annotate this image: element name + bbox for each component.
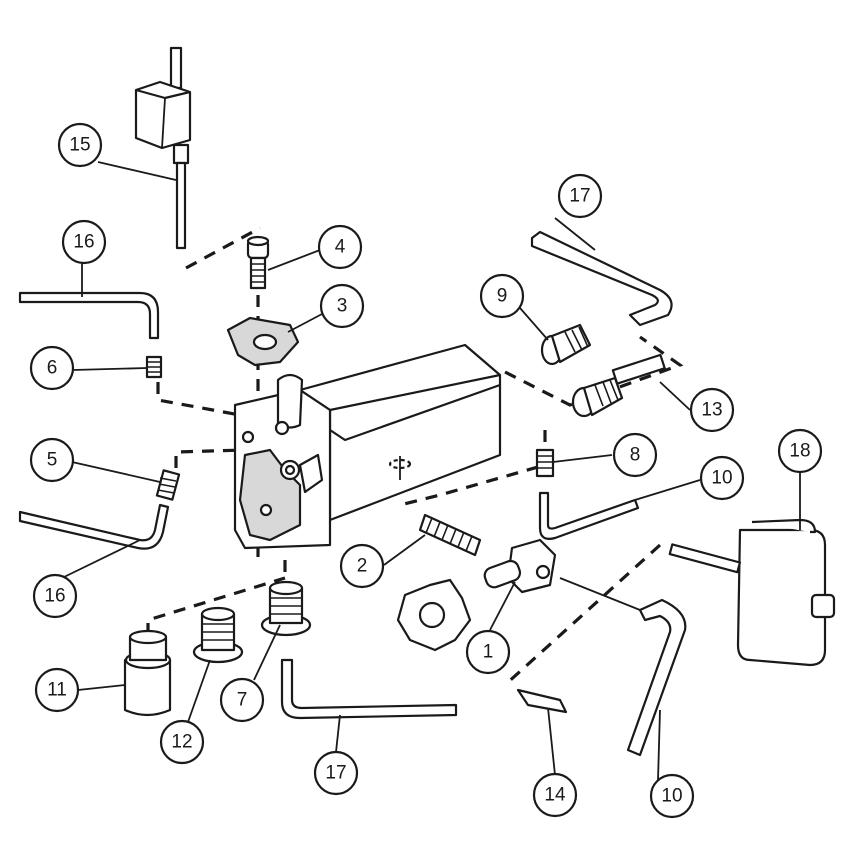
callout-10-lower: 10: [649, 773, 695, 819]
tool-holder-body: [233, 343, 502, 550]
callout-16-lower: 16: [32, 573, 78, 619]
threaded-stud-2: [418, 513, 482, 557]
bit-14: [516, 688, 568, 714]
callout-17-upper: 17: [557, 173, 603, 219]
svg-text:3: 3: [337, 296, 348, 317]
svg-text:8: 8: [630, 445, 641, 466]
clamp-screw: [246, 235, 270, 290]
callout-12: 12: [159, 719, 205, 765]
leader-lines: [61, 161, 801, 781]
callout-11: 11: [34, 667, 80, 713]
svg-text:16: 16: [44, 586, 65, 607]
svg-text:2: 2: [357, 556, 368, 577]
hex-key-17-lower: [280, 658, 458, 720]
svg-text:6: 6: [47, 358, 58, 379]
hex-key-16-lower: [18, 503, 170, 550]
callout-7: 7: [219, 677, 265, 723]
callout-9: 9: [479, 273, 525, 319]
plug-11: [123, 629, 172, 717]
svg-text:17: 17: [325, 763, 346, 784]
callout-13: 13: [689, 387, 735, 433]
hex-key-10-small: [538, 491, 640, 540]
hex-key-17-upper: [530, 230, 673, 327]
callout-2: 2: [339, 543, 385, 589]
set-screw-8: [535, 448, 555, 478]
svg-text:10: 10: [711, 468, 732, 489]
callout-8: 8: [612, 432, 658, 478]
svg-text:16: 16: [73, 232, 94, 253]
svg-text:9: 9: [497, 286, 508, 307]
callout-3: 3: [319, 283, 365, 329]
svg-text:14: 14: [544, 785, 566, 806]
plug-12: [192, 606, 244, 664]
grub-screw-9: [540, 323, 592, 366]
callout-18: 18: [777, 428, 823, 474]
callout-14: 14: [532, 772, 578, 818]
svg-text:12: 12: [171, 732, 192, 753]
callout-15: 15: [57, 122, 103, 168]
svg-text:10: 10: [661, 786, 682, 807]
svg-text:13: 13: [701, 400, 722, 421]
set-screw-6: [145, 355, 163, 379]
svg-text:1: 1: [483, 642, 494, 663]
callout-17-lower: 17: [313, 750, 359, 796]
svg-text:5: 5: [47, 450, 58, 471]
star-knob: [396, 578, 472, 652]
svg-text:4: 4: [335, 237, 346, 258]
callout-6: 6: [29, 345, 75, 391]
svg-text:11: 11: [47, 680, 67, 701]
svg-text:17: 17: [569, 186, 590, 207]
bolt-13: [571, 353, 666, 418]
svg-text:15: 15: [69, 135, 90, 156]
callout-10-upper: 10: [699, 455, 745, 501]
torque-screwdriver-handle: [668, 518, 836, 667]
callout-4: 4: [317, 224, 363, 270]
hex-key-10-large: [626, 598, 687, 757]
svg-text:18: 18: [789, 441, 810, 462]
svg-text:7: 7: [237, 690, 248, 711]
callout-16-upper: 16: [61, 219, 107, 265]
torx-t-handle-key: [134, 46, 192, 250]
callout-5: 5: [29, 437, 75, 483]
callout-1: 1: [465, 629, 511, 675]
set-screw-5: [155, 469, 181, 501]
hex-key-16-upper: [18, 291, 160, 340]
clamp-plate: [226, 316, 300, 367]
pin-with-block: [483, 538, 557, 594]
plug-7: [260, 580, 312, 637]
callouts: 1 2 3 4 5 6 7 8 9 10 10 11 12 13 14 15 1…: [29, 122, 823, 819]
